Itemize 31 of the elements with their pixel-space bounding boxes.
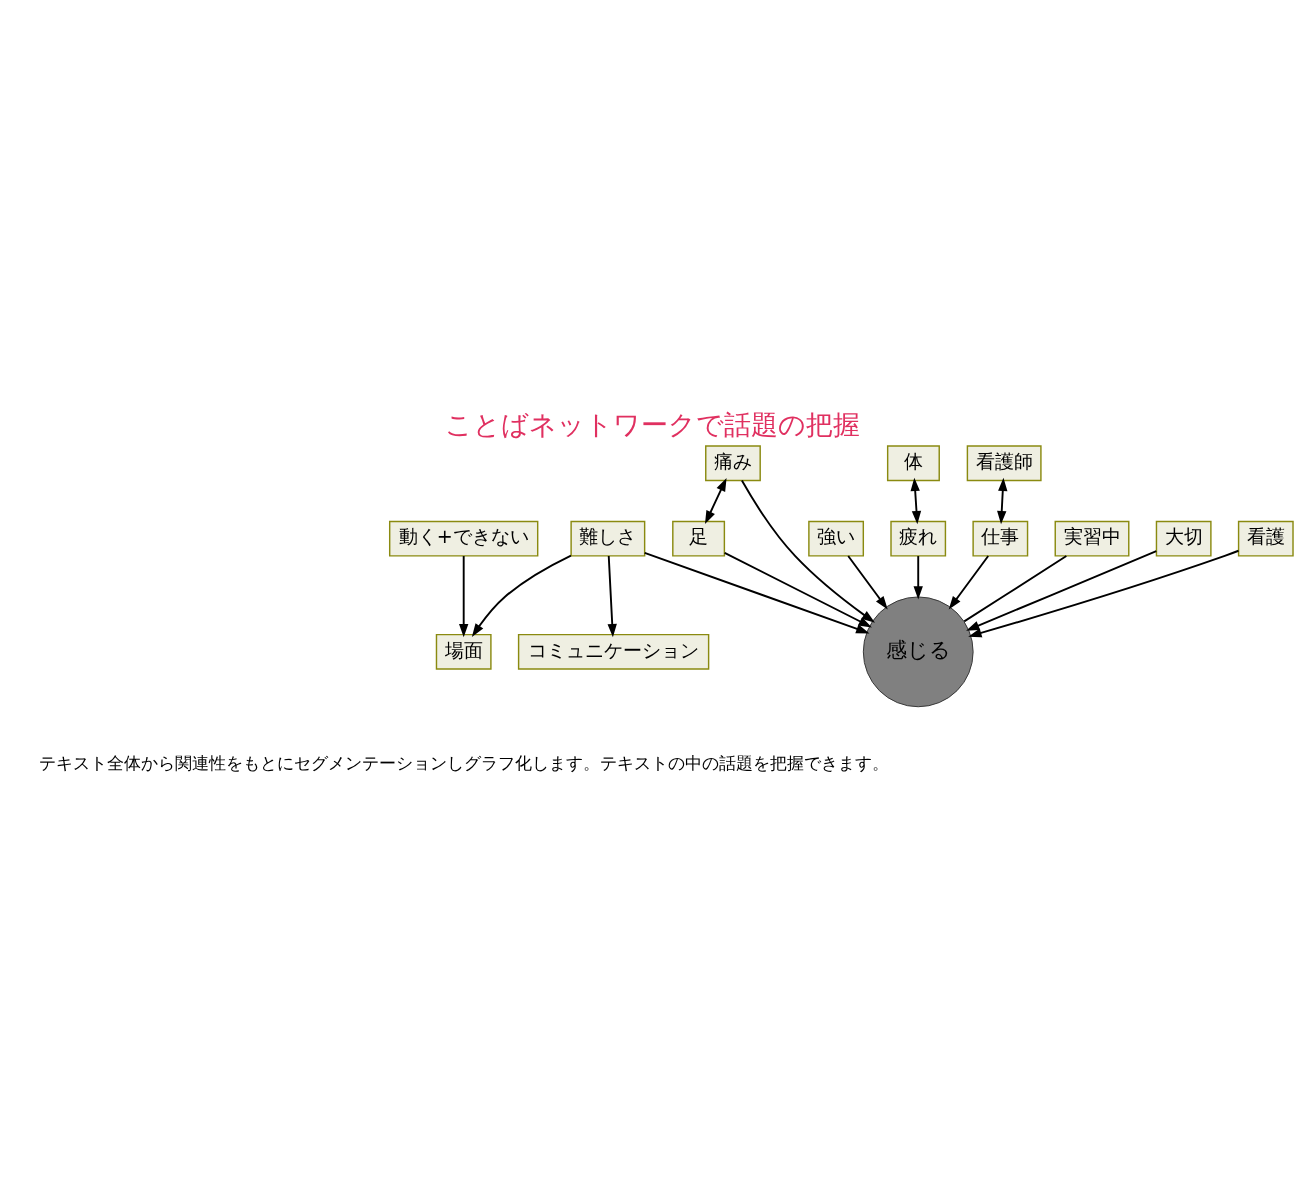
arrow <box>910 477 922 524</box>
node-box: 看護師 <box>966 444 1042 481</box>
node-box: 仕事 <box>972 520 1029 557</box>
node-box: 大切 <box>1155 520 1212 557</box>
node-box: 疲れ <box>890 520 947 557</box>
arrow <box>607 554 617 637</box>
arrow <box>997 477 1008 524</box>
arrow <box>847 554 888 610</box>
arrow <box>459 554 469 637</box>
node-box: コミュニケーション <box>517 633 710 670</box>
diagram-title: ことばネットワークで話題の把握 <box>445 408 861 440</box>
node-box: 動く+できない <box>388 520 539 557</box>
arrow <box>740 479 875 623</box>
node-box: 強い <box>808 520 865 557</box>
arrow <box>913 554 923 600</box>
node-box: 足 <box>672 520 726 557</box>
node-box: 看護 <box>1237 520 1294 557</box>
node-box: 体 <box>886 444 940 481</box>
node-box: 実習中 <box>1054 520 1130 557</box>
arrow <box>643 551 870 633</box>
arrow <box>471 554 572 637</box>
node-box: 痛み <box>705 444 761 481</box>
node-box: 難しさ <box>570 520 646 557</box>
arrow <box>968 549 1240 637</box>
arrow <box>948 554 990 610</box>
arrow <box>966 549 1158 631</box>
arrow <box>705 477 727 524</box>
caption: テキスト全体から関連性をもとにセグメンテーションしグラフ化します。テキストの中の話題を把握できます。 <box>38 752 889 773</box>
connector <box>963 554 1068 622</box>
node-box: 場面 <box>435 633 492 670</box>
arrow <box>723 551 872 627</box>
